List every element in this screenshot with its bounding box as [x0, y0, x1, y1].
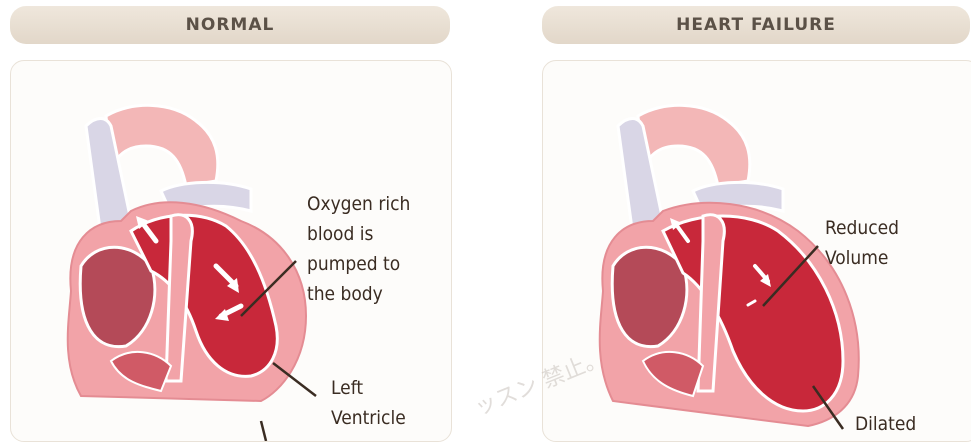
reduced-volume-label: Reduced Volume: [825, 213, 899, 273]
heart-failure-panel: Reduced Volume Dilated: [542, 60, 971, 442]
normal-title: NORMAL: [186, 15, 275, 35]
reduced-line-1: Reduced: [825, 213, 899, 243]
ventricle-line-1: Left: [331, 373, 406, 403]
oxygen-line-4: the body: [307, 279, 410, 309]
normal-panel-header: NORMAL: [10, 6, 450, 44]
left-ventricle-label: Left Ventricle: [331, 373, 406, 433]
oxygen-line-2: blood is: [307, 219, 410, 249]
heart-failure-title: HEART FAILURE: [676, 15, 836, 35]
heart-failure-panel-header: HEART FAILURE: [542, 6, 970, 44]
ventricle-line-2: Ventricle: [331, 403, 406, 433]
failing-heart-illustration: [543, 61, 971, 441]
reduced-line-2: Volume: [825, 243, 899, 273]
normal-panel: Oxygen rich blood is pumped to the body …: [10, 60, 452, 442]
oxygen-rich-label: Oxygen rich blood is pumped to the body: [307, 189, 410, 309]
oxygen-line-1: Oxygen rich: [307, 189, 410, 219]
oxygen-line-3: pumped to: [307, 249, 410, 279]
